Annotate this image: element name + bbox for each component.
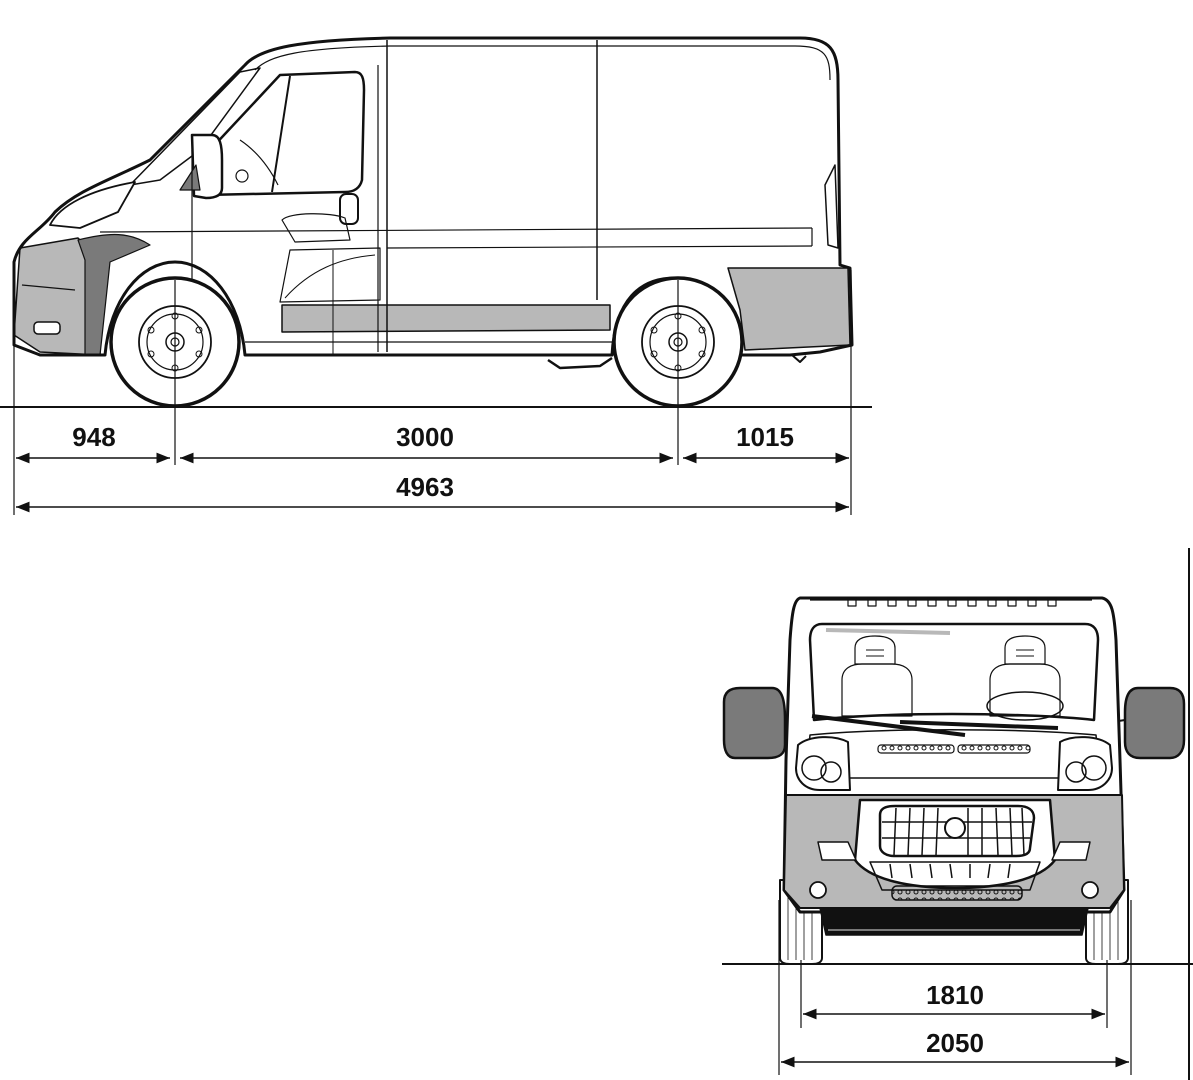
door-handle (339, 193, 359, 225)
label-track: 1810 (926, 980, 984, 1010)
front-right-fog-light (1081, 881, 1099, 899)
front-right-mirror (1123, 686, 1186, 760)
label-rear-overhang: 1015 (736, 422, 794, 452)
brand-badge-icon (944, 817, 966, 839)
side-lower-panel (281, 304, 611, 333)
front-view (722, 548, 1193, 1080)
windshield (129, 67, 261, 186)
front-left-mirror (722, 686, 787, 760)
side-mirror (190, 133, 224, 200)
rear-bumper-panel (727, 267, 851, 351)
front-left-fog-light (809, 881, 827, 899)
label-wheelbase: 3000 (396, 422, 454, 452)
front-windshield (808, 622, 1100, 722)
label-overall-width: 2050 (926, 1028, 984, 1058)
front-grille (878, 804, 1036, 858)
side-window (201, 70, 366, 197)
label-front-overhang: 948 (72, 422, 115, 452)
label-overall-length: 4963 (396, 472, 454, 502)
side-view (0, 36, 872, 515)
front-right-headlight (1057, 736, 1113, 791)
front-left-headlight (795, 736, 851, 791)
headlight (49, 181, 136, 229)
